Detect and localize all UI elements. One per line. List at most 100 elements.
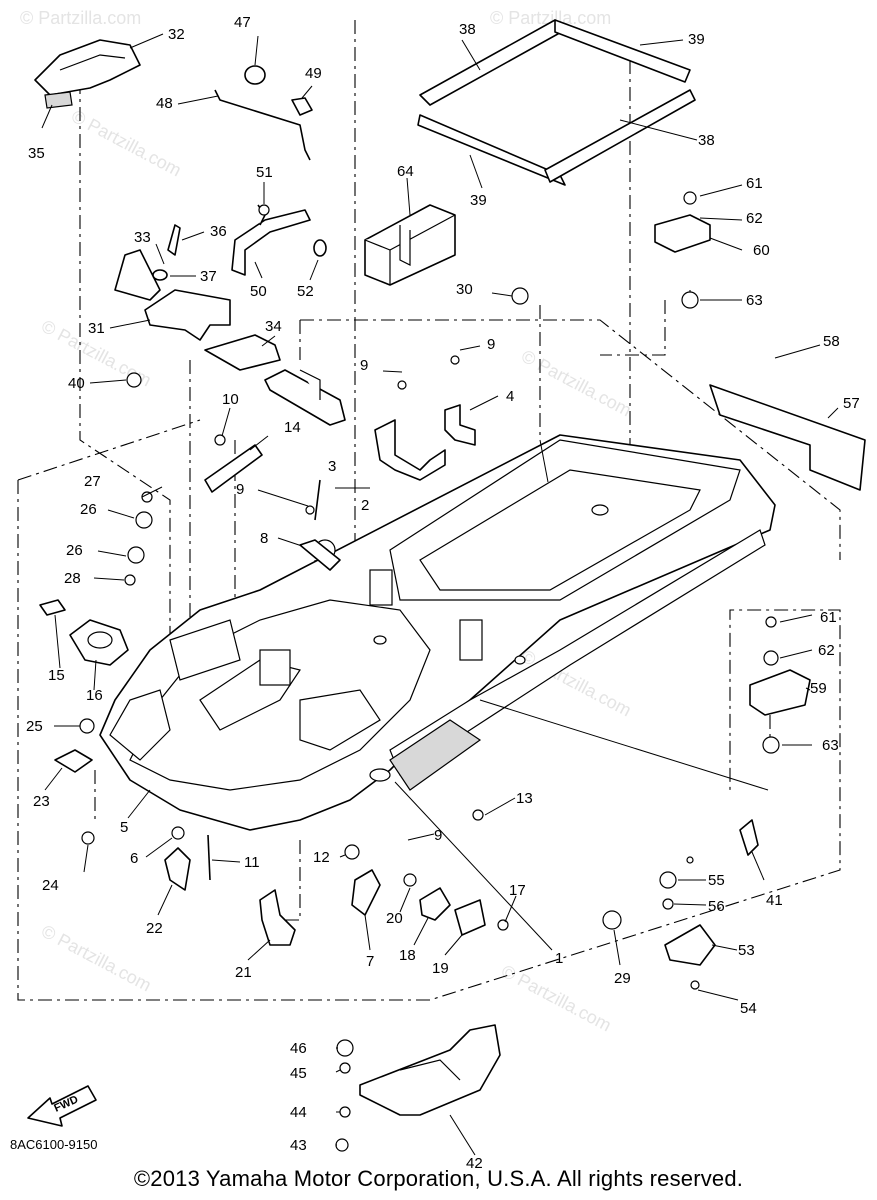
callout-63[interactable]: 63 <box>822 737 839 754</box>
plate-60 <box>654 214 711 253</box>
callout-16[interactable]: 16 <box>86 687 103 704</box>
callout-50[interactable]: 50 <box>250 283 267 300</box>
callout-19[interactable]: 19 <box>432 960 449 977</box>
callout-53[interactable]: 53 <box>738 942 755 959</box>
callout-62[interactable]: 62 <box>746 210 763 227</box>
callout-28[interactable]: 28 <box>64 570 81 587</box>
callout-39[interactable]: 39 <box>470 192 487 209</box>
callout-36[interactable]: 36 <box>210 223 227 240</box>
callout-17[interactable]: 17 <box>509 882 526 899</box>
callout-62[interactable]: 62 <box>818 642 835 659</box>
callout-54[interactable]: 54 <box>740 1000 757 1017</box>
callout-22[interactable]: 22 <box>146 920 163 937</box>
callout-12[interactable]: 12 <box>313 849 330 866</box>
callout-49[interactable]: 49 <box>305 65 322 82</box>
callout-48[interactable]: 48 <box>156 95 173 112</box>
callout-44[interactable]: 44 <box>290 1104 307 1121</box>
plate-59 <box>749 669 811 716</box>
callout-60[interactable]: 60 <box>753 242 770 259</box>
callout-55[interactable]: 55 <box>708 872 725 889</box>
callout-7[interactable]: 7 <box>366 953 374 970</box>
callout-14[interactable]: 14 <box>284 419 301 436</box>
callout-9[interactable]: 9 <box>487 336 495 353</box>
frame-assembly <box>99 434 776 831</box>
callout-61[interactable]: 61 <box>820 609 837 626</box>
callout-9[interactable]: 9 <box>434 827 442 844</box>
callout-32[interactable]: 32 <box>168 26 185 43</box>
callout-27[interactable]: 27 <box>84 473 101 490</box>
rod-48 <box>214 65 313 161</box>
callout-51[interactable]: 51 <box>256 164 273 181</box>
callout-57[interactable]: 57 <box>843 395 860 412</box>
callout-58[interactable]: 58 <box>823 333 840 350</box>
callout-13[interactable]: 13 <box>516 790 533 807</box>
callout-64[interactable]: 64 <box>397 163 414 180</box>
callout-21[interactable]: 21 <box>235 964 252 981</box>
callout-34[interactable]: 34 <box>265 318 282 335</box>
callout-2[interactable]: 2 <box>361 497 369 514</box>
callout-56[interactable]: 56 <box>708 898 725 915</box>
callout-9[interactable]: 9 <box>360 357 368 374</box>
callout-3[interactable]: 3 <box>328 458 336 475</box>
callout-42[interactable]: 42 <box>466 1155 483 1172</box>
callout-10[interactable]: 10 <box>222 391 239 408</box>
callout-52[interactable]: 52 <box>297 283 314 300</box>
callout-29[interactable]: 29 <box>614 970 631 987</box>
callout-11[interactable]: 11 <box>244 854 260 871</box>
callout-39[interactable]: 39 <box>688 31 705 48</box>
callout-40[interactable]: 40 <box>68 375 85 392</box>
bracket-3 <box>264 369 346 426</box>
bracket-2 <box>374 404 476 481</box>
watermark: © Partzilla.com <box>38 921 154 996</box>
callout-30[interactable]: 30 <box>456 281 473 298</box>
misc-small-parts <box>39 444 759 936</box>
callout-20[interactable]: 20 <box>386 910 403 927</box>
fwd-arrow: FWD <box>27 1085 97 1127</box>
bracket-21 <box>259 889 296 946</box>
bracket-42 <box>359 1024 501 1116</box>
callout-46[interactable]: 46 <box>290 1040 307 1057</box>
strap-50 <box>231 204 327 276</box>
callout-33[interactable]: 33 <box>134 229 151 246</box>
plate-57 <box>709 384 866 491</box>
callout-38[interactable]: 38 <box>698 132 715 149</box>
callout-41[interactable]: 41 <box>766 892 783 909</box>
callout-59[interactable]: 59 <box>810 680 827 697</box>
watermark: © Partzilla.com <box>490 8 611 28</box>
callout-63[interactable]: 63 <box>746 292 763 309</box>
callout-4[interactable]: 4 <box>506 388 514 405</box>
callouts: 32 35 47 48 49 38 39 38 39 64 51 33 36 3… <box>26 14 860 1172</box>
watermark: © Partzilla.com <box>518 346 634 421</box>
diagram-code: 8AC6100-9150 <box>10 1137 98 1152</box>
bracket-32 <box>34 39 141 109</box>
bracket-31 <box>114 224 231 341</box>
callout-38[interactable]: 38 <box>459 21 476 38</box>
leader-lines <box>41 33 839 1156</box>
plate-34 <box>204 334 281 371</box>
callout-37[interactable]: 37 <box>200 268 217 285</box>
callout-25[interactable]: 25 <box>26 718 43 735</box>
callout-23[interactable]: 23 <box>33 793 50 810</box>
callout-9[interactable]: 9 <box>236 481 244 498</box>
callout-8[interactable]: 8 <box>260 530 268 547</box>
callout-61[interactable]: 61 <box>746 175 763 192</box>
callout-43[interactable]: 43 <box>290 1137 307 1154</box>
callout-26[interactable]: 26 <box>80 501 97 518</box>
callout-1[interactable]: 1 <box>555 950 563 967</box>
callout-35[interactable]: 35 <box>28 145 45 162</box>
callout-24[interactable]: 24 <box>42 877 59 894</box>
callout-5[interactable]: 5 <box>120 819 128 836</box>
bracket-53 <box>664 924 716 966</box>
callout-26[interactable]: 26 <box>66 542 83 559</box>
watermark: © Partzilla.com <box>68 106 184 181</box>
callout-31[interactable]: 31 <box>88 320 105 337</box>
callout-6[interactable]: 6 <box>130 850 138 867</box>
copyright-notice: ©2013 Yamaha Motor Corporation, U.S.A. A… <box>133 1166 744 1191</box>
rubber-strips <box>417 19 696 186</box>
callout-15[interactable]: 15 <box>48 667 65 684</box>
watermark: © Partzilla.com <box>20 8 141 28</box>
callout-47[interactable]: 47 <box>234 14 251 31</box>
callout-18[interactable]: 18 <box>399 947 416 964</box>
callout-45[interactable]: 45 <box>290 1065 307 1082</box>
